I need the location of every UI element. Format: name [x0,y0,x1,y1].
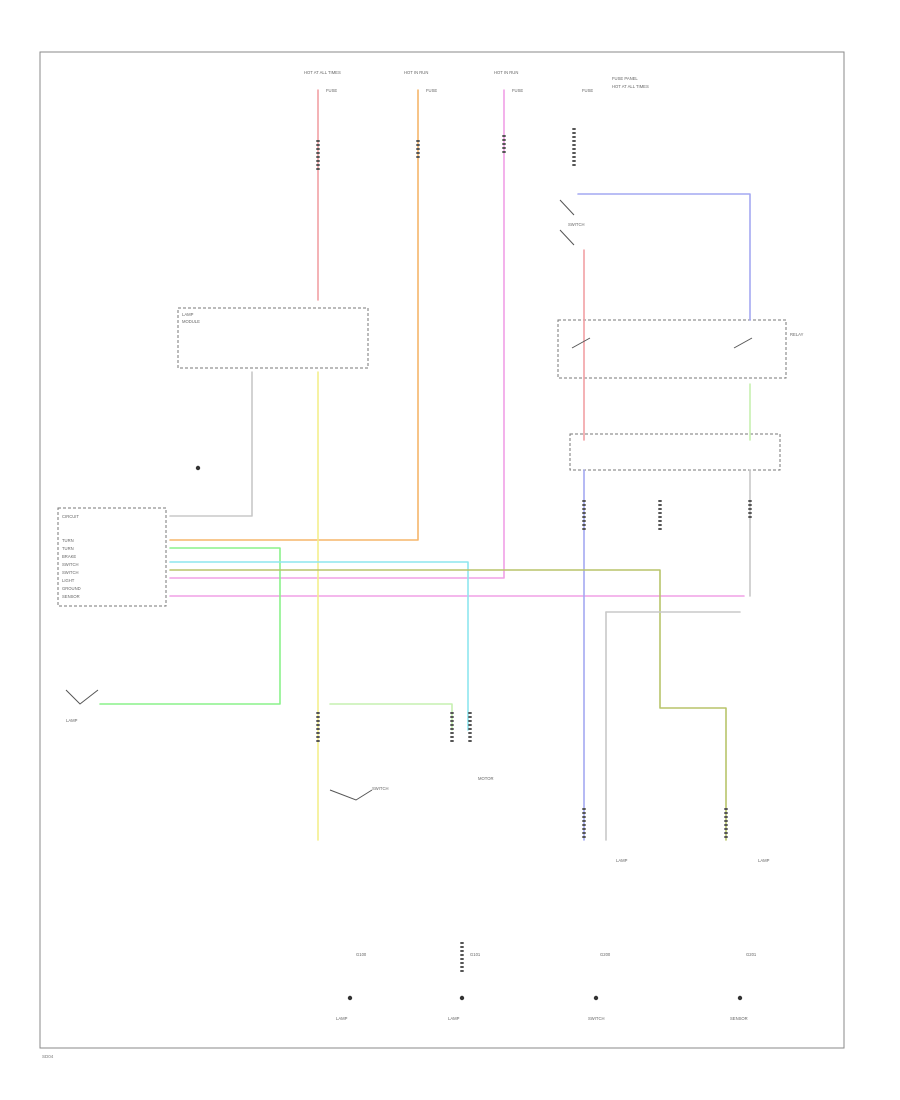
component-label: RELAY [790,332,804,337]
ground-point [459,995,465,1001]
wire-orange [169,89,419,541]
component-label: MODULE [182,319,200,324]
left-label: SENSOR [62,594,80,599]
top-label: FUSE [512,88,523,93]
wire-lime [329,703,453,731]
top-label: FUSE PANEL [612,76,638,81]
top-label: FUSE [582,88,593,93]
wire-gray-left [169,371,253,517]
bottom-labels: G100 G101 G200 G201 LAMP LAMP SWITCH SEN… [336,952,757,1021]
wire-cyan [169,561,469,731]
switch-symbol [329,789,373,801]
ground-point [347,995,353,1001]
bottom-label: LAMP [336,1016,348,1021]
left-label: SWITCH [62,570,79,575]
left-label: CIRCUIT [62,514,79,519]
footer-code: SD04 [42,1054,54,1059]
bottom-label: SWITCH [588,1016,605,1021]
wire-olive [169,569,727,841]
ground-point [737,995,743,1001]
left-label: GROUND [62,586,81,591]
component-label: LAMP [758,858,770,863]
bottom-label: G101 [470,952,481,957]
top-label: HOT IN RUN [494,70,518,75]
connectors [316,128,752,972]
ground-points [195,465,743,1001]
bottom-label: LAMP [448,1016,460,1021]
component-label: SWITCH [568,222,585,227]
top-label: FUSE [426,88,437,93]
ground-point [195,465,201,471]
component-label: LAMP [66,718,78,723]
relay-block [557,319,787,379]
left-label: LIGHT [62,578,75,583]
left-connector-block [57,507,167,607]
component-labels: LAMP MODULE SWITCH RELAY MOTOR LAMP LAMP… [66,222,804,863]
fuse-block [569,433,781,471]
component-label: LAMP [616,858,628,863]
switch-symbol [571,337,753,349]
left-label: TURN [62,546,74,551]
switch-symbol [559,199,575,246]
wire-green [99,547,281,705]
top-label: HOT AT ALL TIMES [612,84,649,89]
bottom-label: G200 [600,952,611,957]
switch-symbol [65,689,99,705]
wire-pink [169,89,505,579]
ground-point [593,995,599,1001]
bottom-label: G100 [356,952,367,957]
left-label: BRAKE [62,554,76,559]
component-label: MOTOR [478,776,494,781]
top-labels: HOT AT ALL TIMES HOT IN RUN HOT IN RUN F… [304,70,649,93]
top-label: FUSE [326,88,337,93]
wire-blue [577,193,751,321]
lamp-module-block [177,307,369,369]
left-labels: CIRCUIT TURN TURN BRAKE SWITCH SWITCH LI… [62,514,81,599]
diagram-frame [39,51,845,1049]
switches [65,199,753,801]
left-label: SWITCH [62,562,79,567]
left-label: TURN [62,538,74,543]
wires [99,89,751,841]
component-label: LAMP [182,312,194,317]
bottom-label: G201 [746,952,757,957]
component-label: SWITCH [372,786,389,791]
top-label: HOT AT ALL TIMES [304,70,341,75]
bottom-label: SENSOR [730,1016,748,1021]
top-label: HOT IN RUN [404,70,428,75]
